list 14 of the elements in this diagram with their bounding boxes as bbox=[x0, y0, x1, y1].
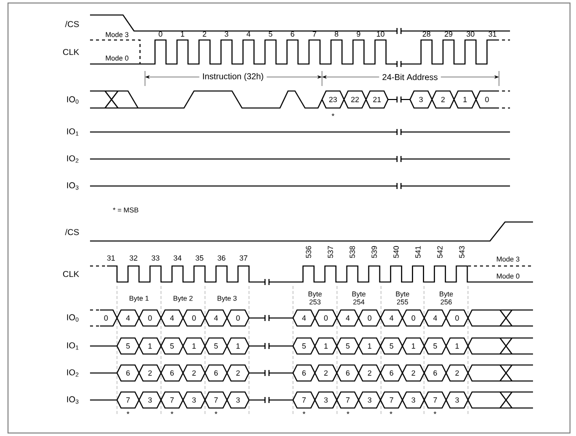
signal-name: CLK bbox=[63, 49, 80, 55]
signal-name: IO$_{0}$ bbox=[67, 314, 78, 322]
signal-name: /CS bbox=[65, 228, 79, 236]
signal-name: /CS bbox=[65, 20, 79, 28]
signal-name: IO$_{3}$ bbox=[67, 182, 78, 190]
signal-name: IO$_{0}$ bbox=[67, 96, 78, 104]
dimension-label: 24-Bit Address bbox=[379, 73, 441, 81]
signal-name: IO$_{2}$ bbox=[67, 369, 78, 377]
signal-name: IO$_{2}$ bbox=[67, 155, 78, 163]
dimension-label: Instruction (32h) bbox=[199, 72, 267, 82]
signal-name: CLK bbox=[63, 271, 80, 277]
signal-name: IO$_{1}$ bbox=[67, 342, 78, 350]
signal-name: IO$_{3}$ bbox=[67, 396, 78, 404]
signal-name: IO$_{1}$ bbox=[67, 128, 78, 136]
